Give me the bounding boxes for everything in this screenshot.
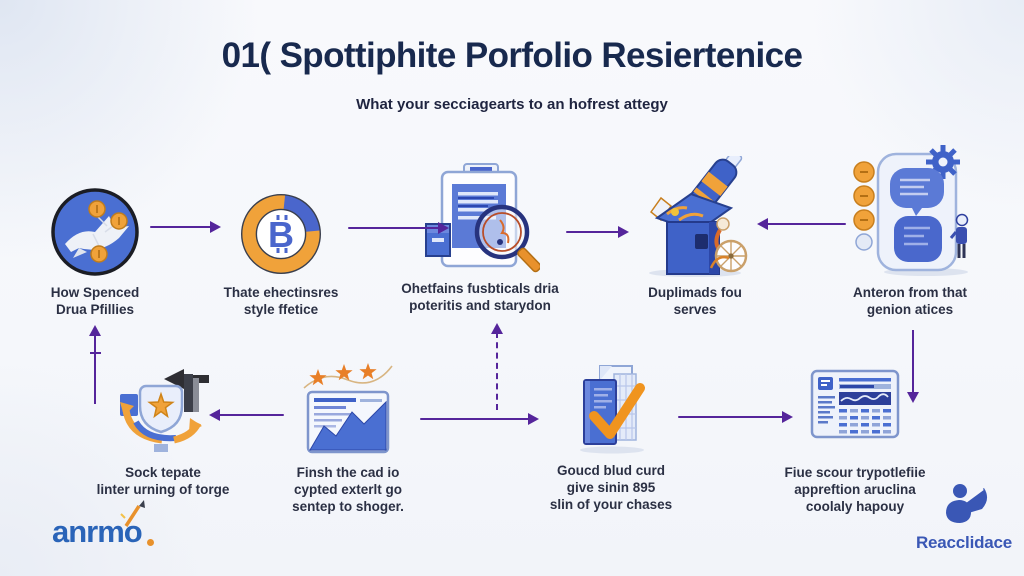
caption-line: linter urning of torge xyxy=(96,482,230,497)
anrmo-logo-text: anrmo xyxy=(52,514,143,549)
whale-coins-icon xyxy=(10,170,180,278)
caption-line: serves xyxy=(673,302,717,317)
caption-line: Anteron from that xyxy=(853,285,967,300)
pencil-spark-icon xyxy=(120,500,145,527)
card-gear-icon xyxy=(810,142,1010,278)
caption-line: Finsh the cad io xyxy=(296,465,400,480)
brand-block: Reacclidace xyxy=(908,482,1020,553)
caption-line: style ffetice xyxy=(243,302,319,317)
arrow-top-2-to-3 xyxy=(348,222,449,234)
chart-stars-icon xyxy=(253,352,443,458)
box-bottle-icon xyxy=(610,156,780,278)
arrow-up-dashed-middle xyxy=(491,323,503,410)
step-bottom-3-caption: Goucd blud curd give sinin 895 slin of y… xyxy=(516,462,706,513)
step-top-2-caption: Thate ehectinsres style ffetice xyxy=(196,284,366,318)
bitcoin-donut-icon: B xyxy=(196,170,366,278)
step-bottom-2-caption: Finsh the cad io cypted exterlt go sente… xyxy=(253,464,443,515)
caption-line: genion atices xyxy=(866,302,954,317)
logo-dot xyxy=(146,539,154,546)
step-bottom-4: Fiue scour trypotlefiie appreftion arucl… xyxy=(755,352,955,515)
dashboard-table-icon xyxy=(755,352,955,458)
page-subtitle: What your secciagearts to an hofrest att… xyxy=(356,96,668,113)
arrow-top-5-to-4 xyxy=(757,218,846,230)
arrow-bottom-3-to-4 xyxy=(678,411,793,423)
step-top-2: B Thate ehectinsres style ffetice xyxy=(196,170,366,318)
step-bottom-4-caption: Fiue scour trypotlefiie appreftion arucl… xyxy=(755,464,955,515)
document-magnifier-icon xyxy=(365,163,595,274)
step-top-1-caption: How Spenced Drua Pfillies xyxy=(10,284,180,318)
step-bottom-1-caption: Sock tepate linter urning of torge xyxy=(63,464,263,498)
step-bottom-1: Sock tepate linter urning of torge xyxy=(63,352,263,498)
shield-star-icon xyxy=(63,352,263,458)
step-top-1: How Spenced Drua Pfillies xyxy=(10,170,180,318)
step-top-3-caption: Ohetfains fusbticals dria poteritis and … xyxy=(365,280,595,314)
brand-text: Reacclidace xyxy=(915,533,1013,552)
caption-line: Ohetfains fusbticals dria xyxy=(401,281,559,296)
caption-line: Goucd blud curd xyxy=(557,463,665,478)
caption-line: cypted exterlt go xyxy=(293,482,403,497)
caption-line: poteritis and starydon xyxy=(409,298,551,313)
caption-line: Fiue scour trypotlefiie xyxy=(784,465,926,480)
caption-line: Thate ehectinsres xyxy=(223,285,339,300)
step-bottom-3: Goucd blud curd give sinin 895 slin of y… xyxy=(516,350,706,513)
caption-line: How Spenced xyxy=(50,285,140,300)
arrow-bottom-2-to-3 xyxy=(420,413,539,425)
arrow-top-1-to-2 xyxy=(150,221,221,233)
arrow-down-right xyxy=(907,330,919,403)
caption-line: appreftion aruclina xyxy=(794,482,916,497)
check-documents-icon xyxy=(516,350,706,456)
step-bottom-2: Finsh the cad io cypted exterlt go sente… xyxy=(253,352,443,515)
person-megaphone-icon xyxy=(946,484,988,523)
caption-line: give sinin 895 xyxy=(566,480,656,495)
step-top-3: Ohetfains fusbticals dria poteritis and … xyxy=(365,163,595,314)
page-title: 01( Spottiphite Porfolio Resiertenice xyxy=(221,36,803,75)
caption-line: slin of your chases xyxy=(549,497,673,512)
anrmo-logo: anrmo xyxy=(52,500,154,550)
step-top-4: Duplimads fou serves xyxy=(610,156,780,318)
arrow-top-3-to-4 xyxy=(566,226,629,238)
arrow-up-left xyxy=(89,325,101,404)
arrow-bottom-2-to-1 xyxy=(209,409,284,421)
step-top-5: Anteron from that genion atices xyxy=(810,142,1010,318)
step-top-4-caption: Duplimads fou serves xyxy=(610,284,780,318)
caption-line: Sock tepate xyxy=(125,465,201,480)
caption-line: Duplimads fou xyxy=(648,285,742,300)
bitcoin-letter: B xyxy=(268,214,294,255)
step-top-5-caption: Anteron from that genion atices xyxy=(810,284,1010,318)
caption-line: sentep to shoger. xyxy=(292,499,404,514)
caption-line: Drua Pfillies xyxy=(55,302,135,317)
caption-line: coolaly hapouy xyxy=(805,499,905,514)
